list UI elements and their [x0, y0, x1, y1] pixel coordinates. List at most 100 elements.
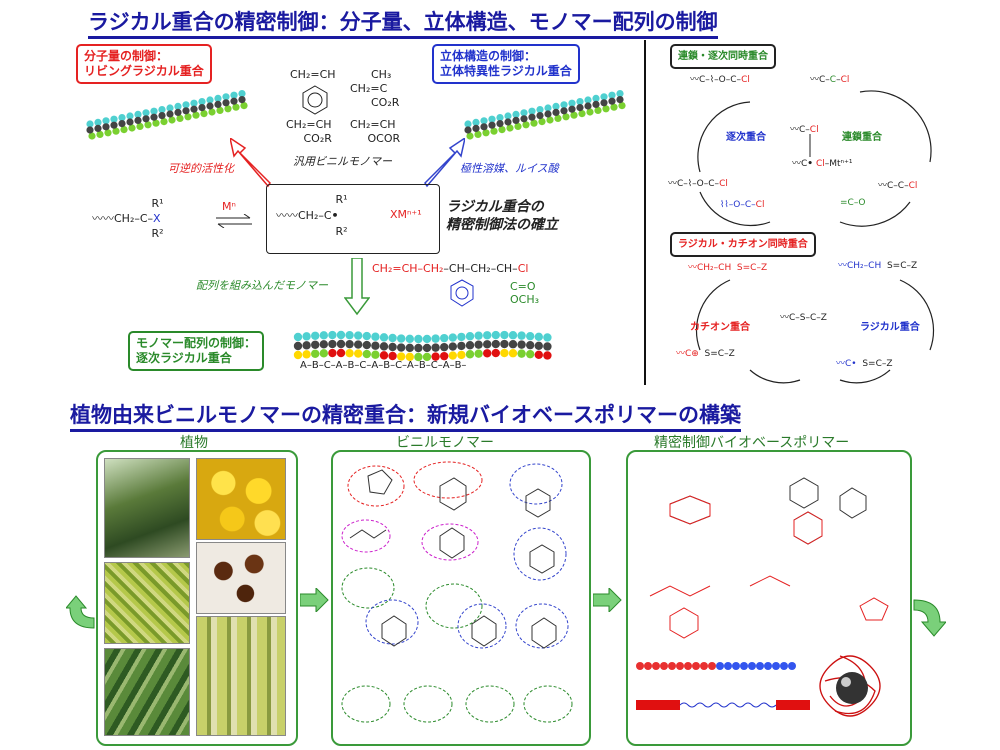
arrow-plants-to-monomers — [300, 588, 329, 612]
polymer-bead — [160, 118, 168, 126]
polymer-bead — [500, 348, 509, 358]
polymer-bead — [538, 118, 546, 126]
polymer-bead — [118, 114, 126, 122]
polymer-bead — [480, 123, 488, 131]
polymer-bead — [379, 342, 389, 351]
stereo-polymer-chain — [464, 90, 626, 140]
polymer-bead — [88, 132, 96, 140]
polymer-bead — [166, 110, 174, 118]
sequence-polymer-chain — [293, 330, 552, 362]
polymer-bead — [126, 112, 134, 120]
polymer-bead — [110, 115, 118, 123]
polymer-bead — [134, 110, 142, 118]
polymer-bead — [371, 350, 380, 359]
bamboo-photo — [196, 616, 286, 736]
copolymer-bead — [668, 662, 676, 670]
polymer-bead — [86, 120, 94, 128]
living-polymer-chain — [86, 90, 248, 140]
abc-monomer-structure: CH₂=CH–CH₂–CH–CH₂–CH–Cl — [372, 262, 529, 275]
polymer-bead — [240, 102, 248, 110]
polymer-bead — [216, 106, 224, 114]
polymer-bead — [578, 110, 586, 118]
polymer-bead — [150, 113, 158, 121]
polymer-bead — [230, 97, 238, 105]
polymer-bead — [126, 118, 134, 126]
leaf-photo — [104, 648, 190, 736]
polymer-bead — [552, 108, 560, 116]
active-radical: R¹〰〰CH₂–C• R² — [276, 193, 348, 238]
polymer-bead — [496, 120, 504, 128]
polymer-bead — [362, 349, 371, 359]
polymer-bead — [102, 117, 110, 125]
polymer-bead — [397, 343, 406, 352]
polymer-bead — [465, 332, 475, 341]
polymer-bead — [302, 350, 311, 359]
sequence-monomer-note: 配列を組み込んだモノマー — [196, 279, 328, 292]
polymer-bead — [610, 103, 618, 111]
copolymer-bead — [772, 662, 780, 670]
polymer-bead — [293, 350, 303, 360]
polymer-bead — [528, 113, 536, 121]
polymer-bead — [464, 126, 472, 134]
polymer-bead — [616, 90, 624, 98]
polymer-bead — [448, 333, 457, 342]
polymer-bead — [397, 352, 406, 361]
copolymer-bead — [780, 662, 788, 670]
polymer-bead — [512, 110, 520, 118]
polymer-bead — [472, 118, 480, 126]
copolymer-bead — [788, 662, 796, 670]
polymer-bead — [520, 115, 528, 123]
copolymer-bead — [660, 662, 668, 670]
polymer-bead — [608, 97, 616, 105]
polymer-bead — [222, 93, 230, 101]
polymer-bead — [134, 116, 142, 124]
monomers-panel — [331, 450, 591, 746]
polymer-bead — [616, 96, 624, 104]
polymer-bead — [184, 113, 192, 121]
polymer-bead — [592, 100, 600, 108]
polymer-bead — [517, 340, 526, 349]
polymer-bead — [554, 114, 562, 122]
radical-species-2: 〰C• S=C–Z — [836, 359, 893, 369]
chain-species-2: 〰C–C–Cl — [878, 181, 918, 191]
polymer-bead — [96, 130, 104, 138]
chain-step-cycle-diagram — [697, 90, 932, 227]
polymer-bead — [174, 108, 182, 116]
polymer-bead — [208, 108, 216, 116]
arrow-cycle-right — [913, 599, 946, 637]
star-anise-photo — [196, 542, 286, 614]
polymer-bead — [345, 348, 354, 358]
polymer-bead — [414, 343, 423, 353]
polymer-bead — [311, 349, 320, 358]
polymer-bead — [474, 340, 483, 349]
polymer-bead — [293, 341, 303, 351]
polymer-bead — [136, 122, 144, 130]
polymer-bead — [543, 333, 552, 342]
polymer-bead — [512, 116, 520, 124]
polymer-bead — [328, 339, 337, 349]
polymer-bead — [457, 332, 466, 342]
polymer-bead — [504, 112, 512, 120]
polymer-bead — [546, 116, 554, 124]
radical-cation-label: ラジカル・カチオン同時重合 — [670, 232, 816, 257]
chain-step-label: 連鎖・逐次同時重合 — [670, 44, 776, 69]
polymer-bead — [568, 99, 576, 107]
polymer-bead — [608, 91, 616, 99]
polymer-bead — [490, 127, 498, 135]
arrow-monomers-to-polymers — [593, 588, 622, 612]
arrow-cycle-left — [66, 595, 95, 629]
stereospecific-label: 立体構造の制御： 立体特異性ラジカル重合 — [432, 44, 580, 84]
polymer-bead — [522, 121, 530, 129]
vinyl-ester-structure: CH₂=CH OCOR — [350, 118, 401, 145]
chain-species-1: 〰C–C–Cl — [810, 75, 850, 85]
polymer-bead — [464, 120, 472, 128]
arrow-to-stereo — [424, 138, 465, 188]
polymer-bead — [214, 94, 222, 102]
cation-species-1: 〰CH₂–CH S=C–Z — [688, 263, 768, 273]
polymer-bead — [534, 341, 543, 351]
polymer-bead — [371, 332, 380, 341]
radical-label: ラジカル重合 — [860, 322, 920, 333]
polymer-bead — [388, 342, 397, 352]
polymer-bead — [110, 121, 118, 129]
polymer-bead — [422, 334, 432, 344]
